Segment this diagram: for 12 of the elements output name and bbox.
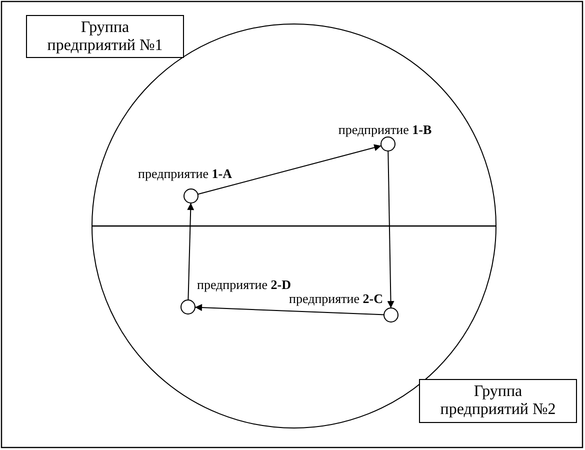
arrow [387, 150, 394, 308]
arrow [187, 202, 194, 300]
group-title: Группа предприятий №2 [439, 383, 557, 419]
arrow [197, 144, 382, 195]
enterprise-label: предприятие 2-C [289, 292, 383, 306]
enterprise-label: предприятие 2-D [197, 278, 291, 292]
group-title: Группа предприятий №1 [46, 18, 164, 54]
enterprise-label: предприятие 1-A [138, 167, 232, 181]
enterprise-label: предприятие 1-B [338, 123, 432, 137]
group-frame [26, 15, 184, 58]
arrow [194, 304, 384, 316]
group-frame [419, 379, 577, 423]
